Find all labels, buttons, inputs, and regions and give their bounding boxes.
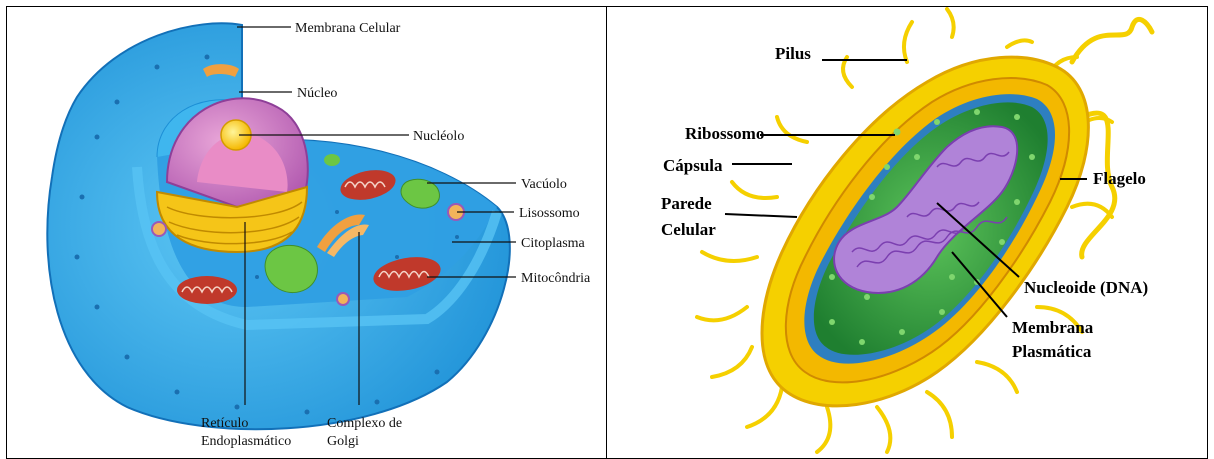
label-mitocondria: Mitocôndria	[521, 271, 591, 286]
label-nucleo: Núcleo	[297, 86, 337, 101]
label-capsula: Cápsula	[663, 156, 723, 175]
label-golgi-line2: Golgi	[327, 434, 359, 449]
animal-cell-diagram: Membrana Celular Núcleo Nucléolo Vacúolo…	[7, 7, 607, 459]
label-membrana-line2: Plasmática	[1012, 342, 1092, 361]
label-parede-line1: Parede	[661, 194, 712, 213]
label-lisossomo: Lisossomo	[519, 206, 580, 221]
label-reticulo-line2: Endoplasmático	[201, 434, 291, 449]
label-reticulo-line1: Retículo	[201, 416, 248, 431]
bacterial-cell-diagram: Pilus Ribossomo Cápsula Parede Celular F…	[607, 7, 1208, 459]
label-pilus: Pilus	[775, 44, 811, 63]
label-ribossomo: Ribossomo	[685, 124, 764, 143]
label-golgi-line1: Complexo de	[327, 416, 402, 431]
label-citoplasma: Citoplasma	[521, 236, 586, 251]
label-parede-line2: Celular	[661, 220, 716, 239]
label-vacuolo: Vacúolo	[521, 177, 567, 192]
label-membrana-line1: Membrana	[1012, 318, 1094, 337]
label-nucleolo: Nucléolo	[413, 129, 464, 144]
animal-cell-panel: Membrana Celular Núcleo Nucléolo Vacúolo…	[6, 6, 607, 459]
label-membrana-celular: Membrana Celular	[295, 21, 401, 36]
bacterial-cell-panel: Pilus Ribossomo Cápsula Parede Celular F…	[606, 6, 1208, 459]
label-flagelo: Flagelo	[1093, 169, 1146, 188]
label-nucleoide: Nucleoide (DNA)	[1024, 278, 1148, 297]
